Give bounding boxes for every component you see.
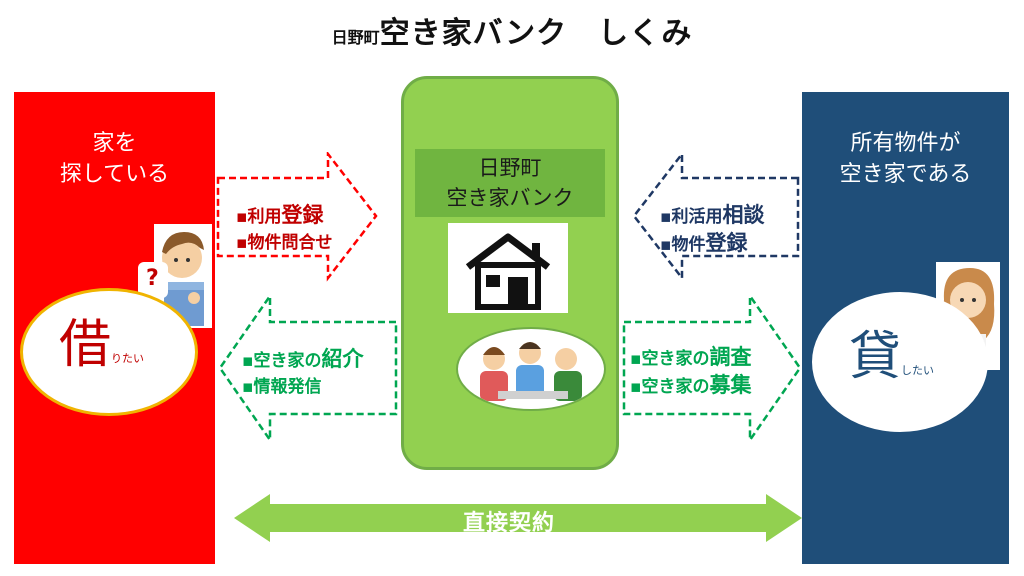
- consultation-icon: [456, 327, 606, 411]
- owner-line1: 所有物件が: [850, 131, 961, 156]
- borrower-panel: 家を 探している ? 借りたい: [14, 92, 215, 564]
- direct-contract-label: 直接契約: [462, 511, 555, 536]
- borrow-kanji-wrap: 借りたい: [59, 319, 144, 371]
- owner-text: 所有物件が 空き家である: [802, 128, 1009, 190]
- owner-line2: 空き家である: [839, 162, 972, 187]
- introduce-item1: ▪空き家の紹介: [242, 347, 364, 371]
- borrower-line1: 家を: [92, 131, 137, 156]
- borrower-line2: 探している: [59, 162, 170, 187]
- question-mark: ?: [146, 266, 159, 291]
- lend-kanji-wrap: 貸したい: [849, 331, 934, 383]
- consult-item1: ▪利活用相談: [660, 203, 765, 227]
- akiya-bank-line1: 日野町: [478, 156, 542, 180]
- akiya-bank-box: 日野町 空き家バンク: [401, 76, 619, 470]
- register-arrow: [216, 152, 378, 282]
- borrow-kanji: 借: [59, 315, 112, 375]
- register-item1: ▪利用登録: [236, 203, 324, 227]
- borrow-bubble: 借りたい: [20, 288, 198, 416]
- borrow-suffix: りたい: [111, 352, 145, 365]
- register-item2: ▪物件問合せ: [236, 233, 333, 253]
- title-main: 空き家バンク しくみ: [379, 16, 693, 51]
- borrower-text: 家を 探している: [14, 128, 215, 190]
- introduce-item2: ▪情報発信: [242, 377, 322, 397]
- lend-suffix: したい: [901, 364, 935, 377]
- direct-contract-arrow: [234, 494, 802, 542]
- owner-panel: 所有物件が 空き家である 貸したい: [802, 92, 1009, 564]
- introduce-arrow: [218, 294, 398, 444]
- lend-bubble: 貸したい: [812, 292, 988, 432]
- people-meeting-icon: [480, 342, 582, 401]
- introduce-arrow-text: ▪空き家の紹介 ▪情報発信: [242, 346, 364, 400]
- title-prefix: 日野町: [331, 28, 380, 47]
- consult-item2: ▪物件登録: [660, 231, 748, 255]
- page-title: 日野町空き家バンク しくみ: [0, 8, 1024, 52]
- lend-kanji: 貸: [849, 327, 902, 387]
- survey-item2: ▪空き家の募集: [630, 373, 752, 397]
- register-arrow-text: ▪利用登録 ▪物件問合せ: [236, 202, 333, 256]
- akiya-bank-line2: 空き家バンク: [446, 186, 574, 210]
- survey-arrow: [622, 294, 802, 444]
- consult-arrow: [632, 152, 800, 282]
- house-icon-wrap: [448, 223, 568, 313]
- akiya-bank-title: 日野町 空き家バンク: [415, 149, 605, 217]
- house-icon: [465, 233, 551, 310]
- survey-item1: ▪空き家の調査: [630, 345, 752, 369]
- survey-arrow-text: ▪空き家の調査 ▪空き家の募集: [630, 344, 752, 400]
- consult-arrow-text: ▪利活用相談 ▪物件登録: [660, 202, 765, 258]
